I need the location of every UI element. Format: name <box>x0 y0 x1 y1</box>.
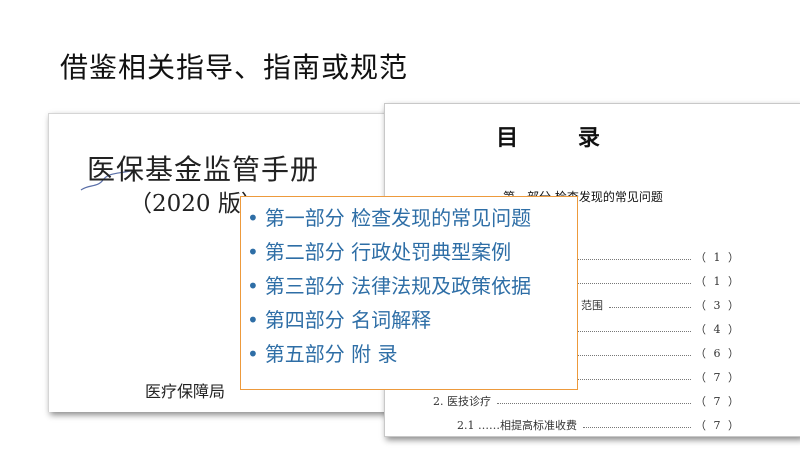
toc-row: 2. 医技诊疗 （ 7 ） <box>405 392 741 410</box>
list-item-label: 第一部分 检查发现的常见问题 <box>264 206 532 230</box>
bullet-icon: • <box>247 342 259 366</box>
toc-leader <box>497 402 691 404</box>
bullet-icon: • <box>247 206 259 230</box>
toc-leader <box>609 306 691 308</box>
toc-page-number: （ 4 ） <box>695 323 741 336</box>
toc-page-number: （ 7 ） <box>695 395 741 408</box>
cover-publisher: 医疗保障局 <box>145 382 226 401</box>
toc-entry: 范围 <box>581 299 603 312</box>
list-item: •第四部分 名词解释 <box>247 303 577 337</box>
list-item: •第三部分 法律法规及政策依据 <box>247 269 577 303</box>
bullet-icon: • <box>247 274 259 298</box>
bullet-icon: • <box>247 308 259 332</box>
list-item-label: 第三部分 法律法规及政策依据 <box>264 274 532 298</box>
list-item-label: 第二部分 行政处罚典型案例 <box>264 240 512 264</box>
toc-leader <box>583 426 691 428</box>
toc-row: 范围 （ 3 ） <box>405 296 741 314</box>
list-item: •第一部分 检查发现的常见问题 <box>247 201 577 235</box>
contents-list: •第一部分 检查发现的常见问题 •第二部分 行政处罚典型案例 •第三部分 法律法… <box>241 197 577 371</box>
toc-entry: 2. 医技诊疗 <box>433 395 491 408</box>
slide-title: 借鉴相关指导、指南或规范 <box>60 51 409 84</box>
toc-entry: 2.1 ……相提高标准收费 <box>457 419 577 432</box>
bullet-icon: • <box>247 240 259 264</box>
toc-page-number: （ 7 ） <box>695 371 741 384</box>
toc-page-number: （ 1 ） <box>695 275 741 288</box>
toc-row: 2.1 ……相提高标准收费 （ 7 ） <box>405 416 741 434</box>
contents-overlay-box: •第一部分 检查发现的常见问题 •第二部分 行政处罚典型案例 •第三部分 法律法… <box>240 196 578 390</box>
cover-title: 医保基金监管手册 <box>87 153 320 186</box>
toc-page-number: （ 7 ） <box>695 419 741 432</box>
toc-page-number: （ 6 ） <box>695 347 741 360</box>
list-item-label: 第四部分 名词解释 <box>264 308 432 332</box>
toc-page-number: （ 3 ） <box>695 299 741 312</box>
pen-scribble-mark <box>80 169 136 191</box>
list-item-label: 第五部分 附 录 <box>264 342 398 366</box>
toc-heading: 目 录 <box>496 125 626 151</box>
toc-page-number: （ 1 ） <box>695 251 741 264</box>
list-item: •第五部分 附 录 <box>247 337 577 371</box>
list-item: •第二部分 行政处罚典型案例 <box>247 235 577 269</box>
